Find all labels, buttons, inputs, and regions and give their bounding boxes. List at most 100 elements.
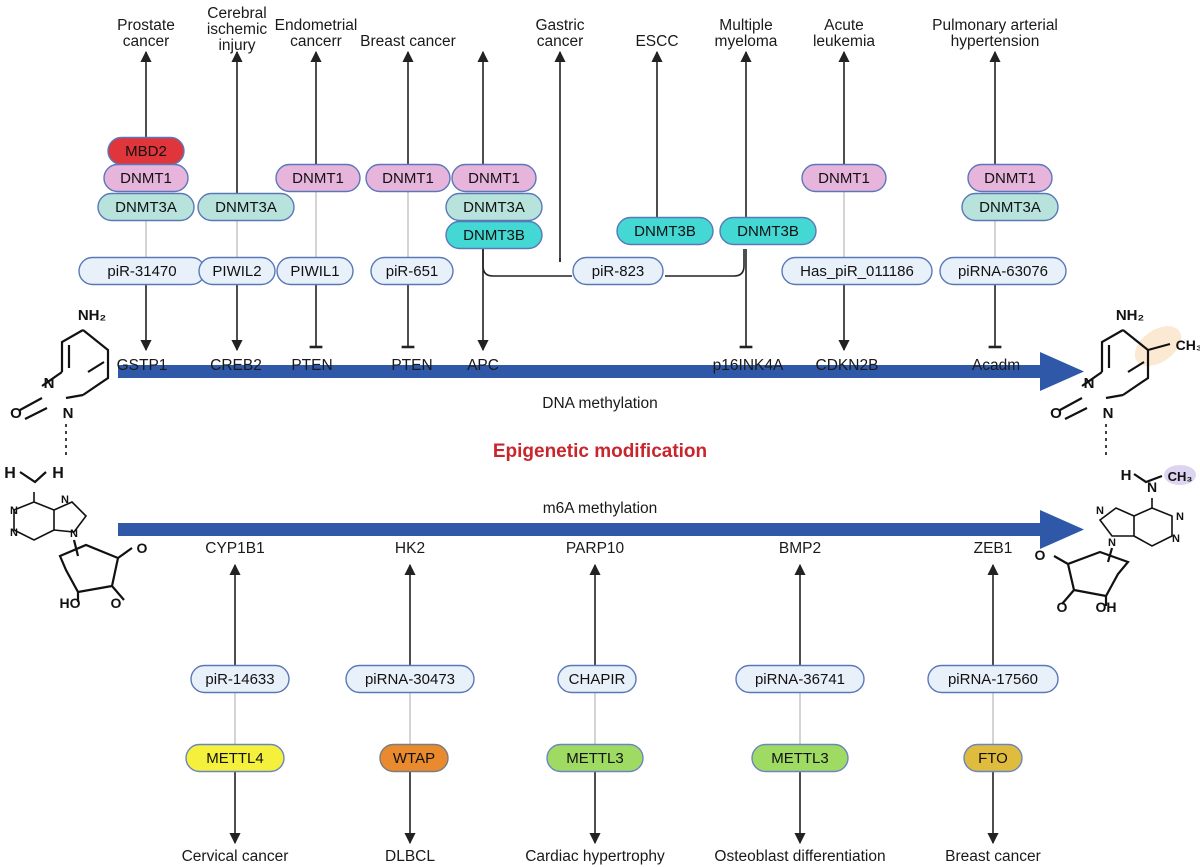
pirna-chapir: CHAPIR: [557, 664, 637, 694]
enzyme-dnmt1-col7-label: DNMT1: [818, 170, 870, 187]
adenosine-right-oh: OH: [1096, 599, 1117, 615]
methyl-highlight-m6a: [1164, 465, 1196, 485]
enzyme-dnmt3a-col8-label: DNMT3A: [979, 199, 1041, 216]
pirna-piwil2-shape: [198, 256, 276, 286]
enzyme-mettl4-m6a-0-shape: [185, 743, 285, 773]
pirna-pir-823: piR-823: [572, 256, 664, 286]
m6a-disease-osteoblast-differentiation: Osteoblast differentiation: [714, 848, 885, 865]
enzyme-dnmt1-col3-shape: [365, 163, 451, 193]
enzyme-dnmt1-col4: DNMT1: [451, 163, 537, 193]
enzyme-dnmt1-col8-label: DNMT1: [984, 170, 1036, 187]
m6a-methylation-label: m6A methylation: [543, 500, 658, 517]
pir823-bracket-right: [665, 249, 745, 277]
m6a-disease-breast-cancer: Breast cancer: [945, 848, 1041, 865]
dna-methylation-arrow-shaft: [118, 365, 1048, 378]
m6a-disease-dlbcl: DLBCL: [385, 848, 435, 865]
enzyme-dnmt3b-col6: DNMT3B: [719, 216, 817, 246]
adenosine-right-h: H: [1121, 467, 1132, 484]
m6a-gene-zeb1: ZEB1: [974, 540, 1013, 557]
enzyme-dnmt3a-col0-label: DNMT3A: [115, 199, 177, 216]
enzyme-dnmt1-col2-shape: [275, 163, 361, 193]
pirna-has-pir-011186-shape: [781, 256, 933, 286]
enzyme-dnmt3a-col1-label: DNMT3A: [215, 199, 277, 216]
cytosine-right-ch3: CH₃: [1176, 337, 1200, 353]
pirna-pir-14633: piR-14633: [190, 664, 290, 694]
dna-methylation-arrow-head: [1040, 352, 1084, 391]
pirna-chapir-shape: [557, 664, 637, 694]
dna-disease-7-line-0: Acute: [824, 17, 864, 34]
cytosine-left-bonds: [19, 393, 84, 420]
enzyme-dnmt3a-col8: DNMT3A: [961, 192, 1059, 222]
enzyme-dnmt3b-col5-label: DNMT3B: [634, 223, 696, 240]
adenosine-left-n7: N: [61, 494, 69, 506]
pirna-pir-14633-label: piR-14633: [205, 671, 274, 688]
dna-disease-1-line-1: ischemic: [207, 21, 268, 38]
dna-gene-pten-3: PTEN: [391, 357, 432, 374]
dna-disease-2-line-1: cancerr: [290, 33, 342, 50]
enzyme-mettl3-m6a-2-label: METTL3: [566, 750, 624, 767]
adenosine-left-o5: O: [137, 540, 148, 556]
adenosine-left-purine: [13, 492, 88, 541]
dna-disease-6-line-1: myeloma: [715, 33, 778, 50]
enzyme-dnmt1-col4-label: DNMT1: [468, 170, 520, 187]
enzyme-mettl4-m6a-0-label: METTL4: [206, 750, 264, 767]
adenosine-left-nh: [19, 471, 47, 484]
dna-disease-7-line-1: leukemia: [813, 33, 875, 50]
dna-disease-6-line-0: Multiple: [719, 17, 772, 34]
enzyme-fto-m6a-4: FTO: [963, 743, 1023, 773]
m6a-disease-cervical-cancer: Cervical cancer: [182, 848, 289, 865]
enzyme-mettl3-m6a-3-label: METTL3: [771, 750, 829, 767]
adenosine-right-n9: N: [1108, 537, 1116, 549]
enzyme-mettl3-m6a-3-shape: [751, 743, 849, 773]
dna-disease-0-line-1: cancer: [123, 33, 170, 50]
enzyme-wtap-m6a-1-shape: [379, 743, 449, 773]
dna-gene-cdkn2b-7: CDKN2B: [816, 357, 879, 374]
enzyme-dnmt1-col3: DNMT1: [365, 163, 451, 193]
adenosine-left-o3: O: [111, 595, 122, 611]
enzyme-dnmt3b-col4-label: DNMT3B: [463, 227, 525, 244]
dna-methylation-label: DNA methylation: [542, 395, 657, 412]
adenosine-right-o5: O: [1035, 547, 1046, 563]
m6a-gene-hk2: HK2: [395, 540, 425, 557]
enzyme-mettl3-m6a-3: METTL3: [751, 743, 849, 773]
adenosine-left-n1: N: [10, 505, 18, 517]
dna-gene-p16ink4a-6: p16INK4A: [713, 357, 784, 374]
cytosine-left-n1: N: [63, 405, 74, 422]
enzyme-wtap-m6a-1-label: WTAP: [393, 750, 435, 767]
enzyme-mettl3-m6a-2-shape: [546, 743, 644, 773]
adenosine-right-n6: N: [1147, 479, 1157, 495]
cytosine-right-n1: N: [1103, 405, 1114, 422]
dna-disease-8-line-0: Pulmonary arterial: [932, 17, 1058, 34]
pirna-piwil1-label: PIWIL1: [290, 263, 339, 280]
enzyme-dnmt3a-col4-label: DNMT3A: [463, 199, 525, 216]
adenosine-right-o3: O: [1057, 599, 1068, 615]
pirna-piwil2: PIWIL2: [198, 256, 276, 286]
dna-disease-0-line-0: Prostate: [117, 17, 175, 34]
dna-disease-3-line-0: Breast cancer: [360, 33, 456, 50]
cytosine-left-ring: [41, 329, 110, 396]
pirna-has-pir-011186-label: Has_piR_011186: [800, 263, 914, 280]
adenosine-left-ho: HO: [60, 595, 81, 611]
enzyme-dnmt3a-col0: DNMT3A: [97, 192, 195, 222]
enzyme-dnmt1-col0-shape: [103, 163, 189, 193]
dna-gene-pten-2: PTEN: [291, 357, 332, 374]
dna-disease-4-line-1: cancer: [537, 33, 584, 50]
enzyme-dnmt3b-col5: DNMT3B: [616, 216, 714, 246]
adenosine-right-purine: [1098, 498, 1173, 547]
enzyme-dnmt3b-col4-shape: [445, 220, 543, 250]
cytosine-left-nh2: NH₂: [78, 307, 106, 324]
enzyme-dnmt1-col8-shape: [967, 163, 1053, 193]
dna-disease-5-line-0: ESCC: [635, 33, 678, 50]
adenosine-left-n3: N: [10, 527, 18, 539]
dna-disease-4-line-0: Gastric: [535, 17, 584, 34]
pirna-pirna-30473-shape: [345, 664, 475, 694]
m6a-gene-parp10: PARP10: [566, 540, 625, 557]
adenosine-left-n9: N: [70, 528, 78, 540]
enzyme-mbd2-col0-label: MBD2: [125, 143, 167, 160]
enzyme-dnmt3a-col4-shape: [445, 192, 543, 222]
cytosine-right-nh2: NH₂: [1116, 307, 1144, 324]
pirna-has-pir-011186: Has_piR_011186: [781, 256, 933, 286]
pirna-pirna-36741-label: piRNA-36741: [755, 671, 845, 688]
